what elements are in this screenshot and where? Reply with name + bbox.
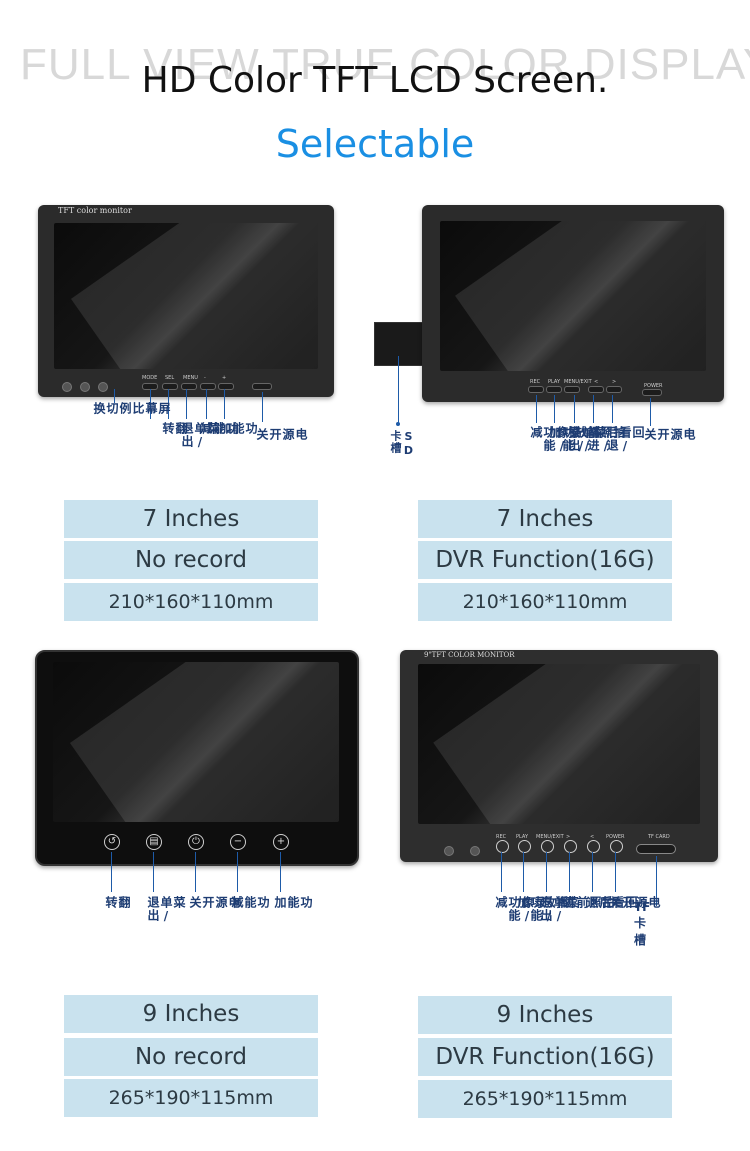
back-button[interactable] — [606, 386, 622, 393]
rec-button[interactable] — [528, 386, 544, 393]
monitor-7-dvr: REC PLAY MENU/EXIT < > POWER — [422, 205, 724, 402]
callout-menu-exit: 菜单/退出 — [180, 422, 220, 450]
spec-dimensions: 210*160*110mm — [64, 583, 318, 621]
menu-button[interactable] — [181, 383, 197, 390]
sd-card — [374, 322, 426, 366]
button-label: MODE — [142, 375, 158, 381]
button-label: < — [594, 379, 599, 385]
plus-button[interactable]: + — [273, 834, 289, 850]
back-button[interactable] — [587, 840, 600, 853]
callout-menu-exit: 菜单/退出 — [146, 896, 186, 924]
button-label: MENU/EXIT — [564, 379, 592, 385]
indicator-light — [98, 382, 108, 392]
forward-button[interactable] — [588, 386, 604, 393]
callout-tf-slot: TF卡槽 — [634, 900, 651, 947]
spec-record: No record — [64, 1038, 318, 1076]
power-button[interactable] — [610, 840, 623, 853]
callout-aspect-ratio: 屏幕比例切换 — [92, 402, 171, 415]
callout-function-plus: 功能加 — [218, 422, 258, 435]
button-label: > — [612, 379, 617, 385]
brand-tag: 9"TFT COLOR MONITOR — [424, 651, 515, 659]
callout-play: 播放/功能加 — [548, 426, 601, 454]
spec-size: 9 Inches — [418, 996, 672, 1034]
screen — [53, 662, 339, 822]
callout-function-minus: 功能减 — [199, 422, 239, 435]
indicator-light — [470, 846, 480, 856]
indicator-light — [62, 382, 72, 392]
power-button[interactable] — [642, 389, 662, 396]
button-label: < — [590, 834, 595, 840]
button-label: > — [566, 834, 571, 840]
page-title: HD Color TFT LCD Screen. — [141, 60, 609, 101]
button-label: POWER — [644, 383, 663, 389]
indicator-light — [444, 846, 454, 856]
monitor-9-basic: ↺ ▤ ⏻ − + — [35, 650, 359, 866]
callout-sd-slot: SD卡槽 — [389, 430, 415, 458]
spec-dimensions: 265*190*115mm — [418, 1080, 672, 1118]
menu-exit-button[interactable] — [564, 386, 580, 393]
play-button[interactable] — [546, 386, 562, 393]
callout-power: 电源开关 — [643, 428, 696, 441]
monitor-7-basic: TFT color monitor MODE SEL MENU - + — [38, 205, 334, 397]
spec-size: 7 Inches — [64, 500, 318, 538]
button-label: MENU — [183, 375, 198, 381]
minus-button[interactable]: − — [230, 834, 246, 850]
button-label: REC — [530, 379, 541, 385]
button-label: PLAY — [548, 379, 561, 385]
callout-flip: 翻转 — [161, 422, 188, 435]
play-button[interactable] — [518, 840, 531, 853]
button-label: PLAY — [516, 834, 529, 840]
power-button[interactable]: ⏻ — [188, 834, 204, 850]
callout-review: 回看后退 — [585, 896, 638, 909]
callout-play: 播放/功能加 — [516, 896, 569, 924]
callout-power: 电源开关 — [608, 896, 661, 909]
spec-record: No record — [64, 541, 318, 579]
callout-menu-exit: 菜单/退出 — [539, 896, 579, 924]
plus-button[interactable] — [218, 383, 234, 390]
indicator-light — [80, 382, 90, 392]
screen — [54, 223, 318, 369]
callout-function-minus: 功能减 — [230, 896, 270, 909]
background-slogan: FULL VIEW TRUE COLOR DISPLAY — [20, 40, 750, 89]
power-button[interactable] — [252, 383, 272, 390]
spec-size: 7 Inches — [418, 500, 672, 538]
rec-button[interactable] — [496, 840, 509, 853]
callout-flip: 翻转 — [104, 896, 131, 909]
button-label: REC — [496, 834, 507, 840]
page-subtitle: Selectable — [275, 122, 475, 166]
callout-power: 电源开关 — [188, 896, 241, 909]
button-label: SEL — [165, 375, 175, 381]
button-label: + — [222, 375, 227, 381]
spec-record: DVR Function(16G) — [418, 541, 672, 579]
spec-dimensions: 265*190*115mm — [64, 1079, 318, 1117]
monitor-9-dvr: 9"TFT COLOR MONITOR REC PLAY MENU/EXIT >… — [400, 650, 718, 862]
button-label: - — [204, 375, 206, 381]
button-label: TF CARD — [648, 834, 670, 840]
brand-tag: TFT color monitor — [58, 206, 132, 215]
callout-photo: 拍照前进 — [562, 896, 615, 909]
spec-size: 9 Inches — [64, 995, 318, 1033]
spec-dimensions: 210*160*110mm — [418, 583, 672, 621]
menu-button[interactable]: ▤ — [146, 834, 162, 850]
callout-photo: 拍照/前进 — [586, 426, 626, 454]
screen — [418, 664, 700, 824]
callout-record: 录像/功能减 — [494, 896, 547, 924]
screen — [440, 221, 706, 371]
menu-exit-button[interactable] — [541, 840, 554, 853]
minus-button[interactable] — [200, 383, 216, 390]
callout-function-plus: 功能加 — [273, 896, 313, 909]
callout-menu: 菜单/推出 — [567, 426, 607, 454]
callout-review: 回看/后退 — [605, 426, 645, 454]
tf-card-slot[interactable] — [636, 844, 676, 854]
button-label: POWER — [606, 834, 625, 840]
forward-button[interactable] — [564, 840, 577, 853]
select-button[interactable] — [162, 383, 178, 390]
callout-record: 录像/功能减 — [529, 426, 582, 454]
button-label: MENU/EXIT — [536, 834, 564, 840]
spec-record: DVR Function(16G) — [418, 1038, 672, 1076]
flip-button[interactable]: ↺ — [104, 834, 120, 850]
callout-power: 电源开关 — [255, 428, 308, 441]
